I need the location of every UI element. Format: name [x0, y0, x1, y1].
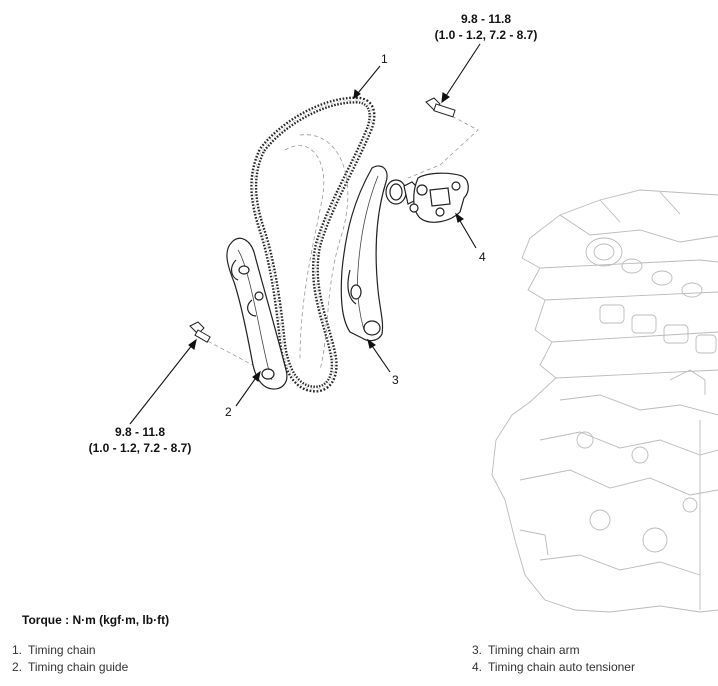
callout-4: 4 — [479, 250, 486, 264]
callout-3: 3 — [392, 373, 399, 387]
torque-units-note: Torque : N·m (kgf·m, lb·ft) — [22, 613, 170, 627]
timing-chain-arm — [340, 165, 388, 342]
legend-item: 1.Timing chain — [12, 643, 96, 657]
leader-lines — [129, 43, 481, 425]
engine-block-outline — [491, 189, 718, 613]
torque-alt-units: (1.0 - 1.2, 7.2 - 8.7) — [88, 441, 192, 455]
torque-label-top: 9.8 - 11.8 (1.0 - 1.2, 7.2 - 8.7) — [396, 11, 576, 43]
legend-right: 3.Timing chain arm 4.Timing chain auto t… — [472, 642, 635, 676]
torque-value: 9.8 - 11.8 — [114, 425, 166, 439]
torque-alt-units: (1.0 - 1.2, 7.2 - 8.7) — [434, 28, 538, 42]
torque-label-bottom: 9.8 - 11.8 (1.0 - 1.2, 7.2 - 8.7) — [50, 424, 230, 456]
timing-chain-auto-tensioner — [385, 172, 469, 223]
legend-item: 2.Timing chain guide — [12, 660, 129, 674]
guide-bolt — [189, 321, 211, 343]
timing-chain — [250, 96, 376, 393]
legend-item: 4.Timing chain auto tensioner — [472, 660, 635, 674]
legend-left: 1.Timing chain 2.Timing chain guide — [12, 642, 128, 676]
callout-2: 2 — [225, 405, 232, 419]
callout-1: 1 — [381, 52, 388, 66]
legend-item: 3.Timing chain arm — [472, 643, 580, 657]
tensioner-bolt — [425, 97, 456, 118]
chain-path-dashed — [201, 112, 479, 371]
timing-chain-guide — [226, 237, 288, 390]
torque-value: 9.8 - 11.8 — [460, 12, 512, 26]
